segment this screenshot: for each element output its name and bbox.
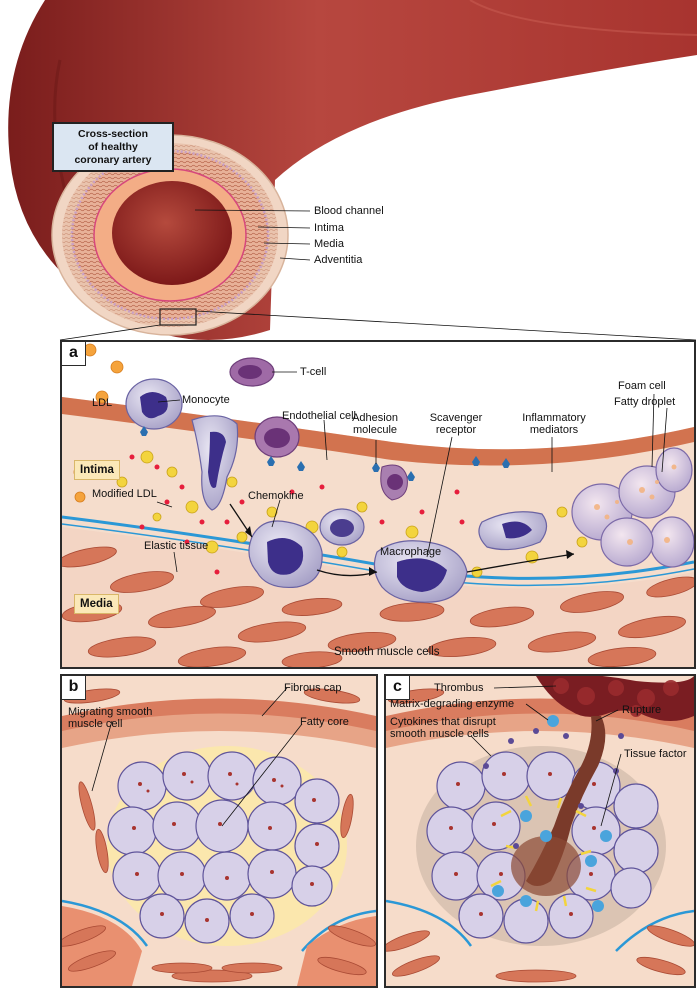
label-tissue-factor: Tissue factor [624, 748, 687, 760]
migrating-smooth-muscle [78, 781, 354, 874]
panel-a: a LDL Monocyte T-cell Endothelial cell A… [60, 340, 696, 669]
label-monocyte: Monocyte [182, 394, 230, 406]
label-thrombus: Thrombus [434, 682, 484, 694]
blood-channel [112, 181, 232, 285]
panel-a-letter: a [62, 342, 86, 366]
label-ldl: LDL [92, 397, 113, 409]
label-blood-channel: Blood channel [314, 205, 384, 217]
monocyte-cell [125, 378, 183, 430]
macrophage-2 [319, 508, 365, 546]
rupture-channel [526, 716, 606, 886]
label-media: Media [314, 238, 344, 250]
label-mde: Matrix-degrading enzyme [390, 698, 515, 710]
label-rupture: Rupture [622, 704, 662, 716]
label-adventitia: Adventitia [314, 254, 363, 266]
label-macrophage: Macrophage [380, 546, 442, 558]
label-smooth-muscle: Smooth muscle cells [334, 646, 440, 658]
label-fatty-core: Fatty core [300, 716, 349, 728]
label-inflammatory: Inflammatory mediators [522, 412, 586, 436]
panel-a-illustration [62, 342, 694, 667]
label-adhesion: Adhesion molecule [352, 412, 398, 436]
label-intima-tag: Intima [74, 460, 120, 480]
tcell-cell [229, 357, 275, 387]
endothelial-layer [62, 397, 694, 466]
label-intima: Intima [314, 222, 344, 234]
macrophage-3 [373, 540, 468, 603]
label-chemokine: Chemokine [248, 490, 304, 502]
label-tcell: T-cell [300, 366, 327, 378]
panel-c-illustration [386, 676, 694, 986]
label-scavenger: Scavenger receptor [429, 412, 483, 436]
label-modified-ldl: Modified LDL [92, 488, 157, 500]
label-foam-cell: Foam cell [618, 380, 666, 392]
artery-illustration [8, 0, 697, 340]
monocyte-migrating [191, 415, 239, 511]
artery-title-line-2: of healthy [88, 141, 138, 153]
macrophage-1 [248, 520, 323, 589]
macrophage-4 [478, 511, 548, 551]
panel-b: b Migrating smooth muscle cell Fibrous c… [60, 674, 378, 988]
artery-title-line-3: coronary artery [74, 154, 152, 166]
panel-b-letter: b [62, 676, 86, 700]
tissue-factor-dots [492, 715, 612, 912]
artery-title-line-1: Cross-section [77, 128, 149, 140]
adhesion-molecules [140, 426, 510, 481]
label-endothelial: Endothelial cell [282, 410, 356, 422]
label-migrating: Migrating smooth muscle cell [68, 706, 153, 730]
label-media-tag: Media [74, 594, 119, 614]
label-fibrous-cap: Fibrous cap [284, 682, 342, 694]
panel-c: c Thrombus Matrix-degrading enzyme Cytok… [384, 674, 696, 988]
panel-c-letter: c [386, 676, 410, 700]
ldl-particles [116, 450, 588, 578]
artery-title: Cross-section of healthy coronary artery [52, 122, 174, 172]
label-cytokines: Cytokines that disrupt smooth muscle cel… [390, 716, 496, 740]
panel-b-illustration [62, 676, 376, 986]
label-fatty-droplet: Fatty droplet [614, 396, 676, 408]
label-elastic: Elastic tissue [144, 540, 209, 552]
thrombus [536, 676, 694, 721]
